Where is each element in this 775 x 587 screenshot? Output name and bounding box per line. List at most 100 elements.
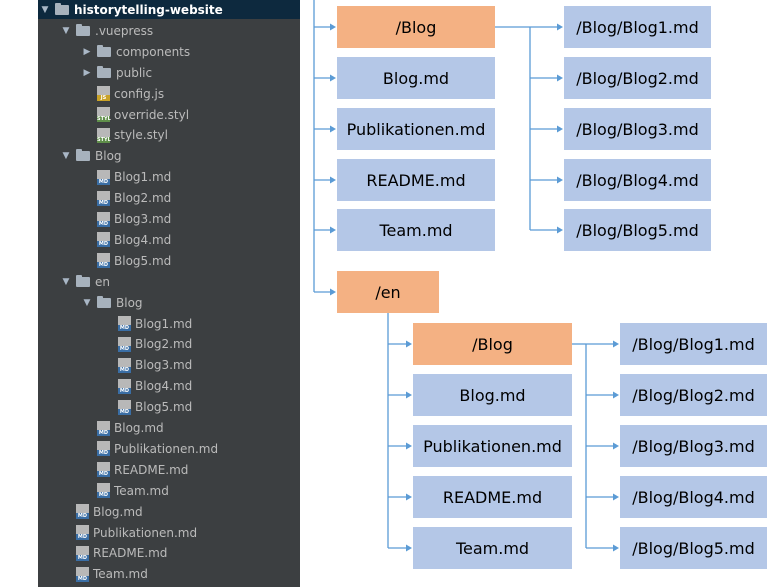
arrowhead bbox=[330, 226, 336, 234]
expand-right-arrow-icon[interactable]: ▶ bbox=[83, 46, 91, 57]
connector-lines bbox=[313, 0, 619, 552]
folder-icon bbox=[76, 149, 90, 162]
tree-item-label: Blog1.md bbox=[114, 170, 172, 185]
tree-item-label: Blog1.md bbox=[135, 316, 193, 331]
node-blog-post-3: /Blog/Blog3.md bbox=[564, 108, 711, 150]
expand-down-arrow-icon[interactable]: ▼ bbox=[62, 25, 70, 36]
tree-item-label: Blog4.md bbox=[135, 379, 193, 394]
tree-item-label: components bbox=[116, 44, 191, 59]
arrowhead bbox=[557, 74, 563, 82]
tree-item-label: Blog5.md bbox=[135, 400, 193, 415]
arrowhead bbox=[330, 74, 336, 82]
tree-file-row[interactable]: MD README.md bbox=[38, 460, 300, 480]
tree-item-label: Blog bbox=[116, 295, 143, 310]
tree-file-row[interactable]: MD Blog2.md bbox=[38, 188, 300, 208]
md-file-icon: MD bbox=[97, 232, 110, 248]
tree-file-row[interactable]: MD Blog3.md bbox=[38, 355, 300, 375]
tree-folder-row[interactable]: ▶ components bbox=[38, 42, 300, 62]
tree-file-row[interactable]: MD Blog.md bbox=[38, 502, 300, 522]
tree-item-label: Blog bbox=[95, 149, 122, 164]
tree-folder-row[interactable]: ▶public bbox=[38, 63, 300, 83]
md-file-icon: MD bbox=[97, 462, 110, 478]
arrowhead bbox=[613, 391, 619, 399]
tree-item-label: Blog.md bbox=[114, 421, 164, 435]
expand-down-arrow-icon[interactable]: ▼ bbox=[83, 297, 91, 308]
site-structure-diagram: /Blog Blog.md Publikationen.md README.md… bbox=[300, 0, 775, 587]
folder-icon bbox=[97, 65, 111, 78]
expand-down-arrow-icon[interactable]: ▼ bbox=[62, 276, 70, 287]
node-en-readme-md: README.md bbox=[413, 476, 572, 518]
tree-file-row[interactable]: MD Blog5.md bbox=[38, 251, 300, 271]
node-en-team-md: Team.md bbox=[413, 527, 572, 569]
tree-file-row[interactable]: MD Blog5.md bbox=[38, 397, 300, 417]
md-file-icon: MD bbox=[118, 316, 131, 331]
js-file-icon: JS bbox=[97, 86, 110, 102]
folder-icon bbox=[97, 44, 111, 57]
tree-folder-row[interactable]: ▼ Blog bbox=[38, 146, 300, 166]
node-en-folder: /en bbox=[337, 271, 439, 313]
md-file-icon: MD bbox=[97, 190, 110, 206]
node-team-md: Team.md bbox=[337, 209, 495, 251]
tree-item-label: Blog3.md bbox=[135, 358, 193, 373]
file-tree-panel: ▼historytelling-website▼.vuepress▶compon… bbox=[38, 0, 300, 587]
node-publikationen-md: Publikationen.md bbox=[337, 108, 495, 150]
tree-folder-row[interactable]: ▼historytelling-website bbox=[38, 0, 300, 19]
tree-file-row[interactable]: MD Blog4.md bbox=[38, 376, 300, 396]
md-file-icon: MD bbox=[118, 336, 131, 352]
md-file-icon: MD bbox=[118, 357, 131, 373]
expand-down-arrow-icon[interactable]: ▼ bbox=[41, 4, 49, 15]
tree-folder-row[interactable]: ▼ .vuepress bbox=[38, 21, 300, 41]
md-file-icon: MD bbox=[76, 504, 89, 520]
tree-file-row[interactable]: JS config.js bbox=[38, 84, 300, 104]
arrowhead bbox=[613, 493, 619, 501]
tree-item-label: Blog2.md bbox=[114, 191, 172, 206]
tree-item-label: Team.md bbox=[93, 567, 148, 582]
tree-item-label: style.styl bbox=[114, 128, 168, 143]
tree-item-label: en bbox=[95, 274, 110, 289]
md-file-icon: MD bbox=[118, 378, 131, 394]
tree-item-label: config.js bbox=[114, 86, 165, 101]
tree-item-label: .vuepress bbox=[95, 23, 154, 38]
md-file-icon: MD bbox=[97, 420, 110, 436]
folder-icon bbox=[55, 2, 69, 15]
arrowhead bbox=[330, 176, 336, 184]
node-blog-md: Blog.md bbox=[337, 57, 495, 99]
node-en-blog-post-4: /Blog/Blog4.md bbox=[620, 476, 767, 518]
node-en-blog-md: Blog.md bbox=[413, 374, 572, 416]
expand-right-arrow-icon[interactable]: ▶ bbox=[83, 67, 91, 78]
node-blog-post-5: /Blog/Blog5.md bbox=[564, 209, 711, 251]
styl-file-icon: STYL bbox=[97, 127, 111, 143]
tree-item-label: Publikationen.md bbox=[114, 441, 219, 456]
tree-folder-row[interactable]: ▼ Blog bbox=[38, 293, 300, 313]
folder-icon bbox=[76, 23, 90, 36]
tree-file-row[interactable]: MD Blog4.md bbox=[38, 230, 300, 250]
tree-folder-row[interactable]: ▼ en bbox=[38, 272, 300, 292]
expand-down-arrow-icon[interactable]: ▼ bbox=[62, 151, 70, 162]
tree-item-label: Blog.md bbox=[93, 504, 143, 519]
md-file-icon: MD bbox=[97, 483, 110, 499]
tree-item-label: Blog4.md bbox=[114, 232, 172, 247]
md-file-icon: MD bbox=[118, 399, 131, 415]
md-file-icon: MD bbox=[97, 211, 110, 227]
node-blog-folder: /Blog bbox=[337, 6, 495, 48]
tree-item-label: Blog5.md bbox=[114, 253, 172, 268]
node-en-blog-post-1: /Blog/Blog1.md bbox=[620, 323, 767, 365]
arrowhead bbox=[406, 442, 412, 450]
tree-item-label: override.styl bbox=[114, 107, 190, 122]
arrowhead bbox=[330, 23, 336, 31]
tree-file-row[interactable]: MD Blog.md bbox=[38, 418, 300, 438]
node-en-blog-post-5: /Blog/Blog5.md bbox=[620, 527, 767, 569]
tree-item-label: README.md bbox=[114, 462, 189, 477]
md-file-icon: MD bbox=[97, 253, 110, 269]
tree-file-row[interactable]: MD Blog1.md bbox=[38, 314, 300, 334]
